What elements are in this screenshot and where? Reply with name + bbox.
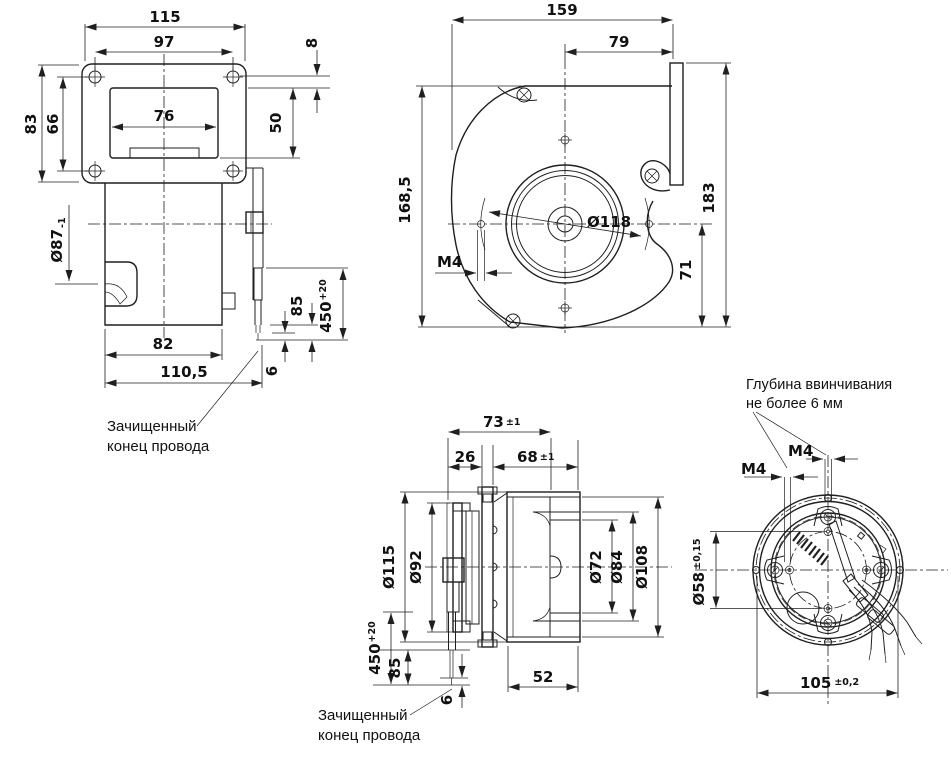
front-dimensions: 115 97 83 66 76 8 50 Ø87-1 82 bbox=[22, 8, 348, 388]
lead-wires bbox=[848, 579, 923, 664]
dim-dia87: Ø87-1 bbox=[48, 217, 68, 262]
logo-embossing bbox=[792, 531, 829, 566]
dim-26: 26 bbox=[455, 448, 476, 466]
leader-stripped-wire bbox=[196, 350, 259, 427]
side-view: 159 79 168,5 183 71 Ø118 M4 bbox=[396, 1, 731, 333]
dim-dia72: Ø72 bbox=[587, 550, 605, 584]
stator-stack bbox=[465, 510, 480, 625]
dim-85: 85 bbox=[288, 296, 306, 317]
dim-183: 183 bbox=[700, 182, 718, 213]
index-mark-2 bbox=[879, 544, 887, 554]
leader-stripped-wire-2 bbox=[409, 688, 453, 716]
dim-m4-side: M4 bbox=[437, 253, 462, 271]
housing-screws bbox=[505, 87, 660, 329]
flange-bolt-holes bbox=[85, 67, 243, 181]
volute-top-ear bbox=[497, 86, 538, 101]
dim-dia58: Ø58±0,15 bbox=[690, 538, 708, 605]
side-dimensions: 159 79 168,5 183 71 Ø118 M4 bbox=[396, 1, 731, 327]
stripped-wire-label-line1: Зачищенный bbox=[107, 418, 197, 435]
cable-grommet bbox=[786, 591, 820, 625]
housing-edge-strip bbox=[245, 167, 264, 340]
dim-m4-lower: M4 bbox=[741, 460, 766, 478]
cable-boot-2 bbox=[446, 581, 460, 613]
dim-82: 82 bbox=[153, 335, 174, 353]
dim-71: 71 bbox=[677, 260, 695, 281]
terminal-connector bbox=[245, 211, 264, 234]
dim-66: 66 bbox=[44, 114, 62, 135]
dim-168-5: 168,5 bbox=[396, 176, 414, 223]
dim-6: 6 bbox=[263, 366, 281, 376]
dim-dia118: Ø118 bbox=[587, 213, 631, 231]
outlet-flange-edge bbox=[669, 62, 684, 186]
section-dimensions: 73±1 26 68±1 Ø115 Ø92 Ø72 Ø84 Ø108 bbox=[366, 413, 664, 708]
dim-159: 159 bbox=[546, 1, 577, 19]
dim-52: 52 bbox=[533, 668, 554, 686]
screw-depth-note-line2: не более 6 мм bbox=[746, 396, 843, 412]
stripped-wire-label2-line1: Зачищенный bbox=[318, 707, 408, 724]
stripped-wire-label-line2: конец провода bbox=[107, 438, 210, 455]
wire-clamp-2 bbox=[867, 609, 895, 635]
cable-2 bbox=[448, 612, 456, 685]
rear-dimensions: M4 M4 Ø58±0,15 105±0,2 bbox=[690, 442, 899, 698]
dim-dia84: Ø84 bbox=[608, 550, 626, 584]
dim-dia92: Ø92 bbox=[407, 550, 425, 584]
dim-79: 79 bbox=[609, 33, 630, 51]
note-leader-2 bbox=[755, 411, 827, 456]
wire-clamp bbox=[856, 597, 884, 623]
dim-68: 68±1 bbox=[517, 448, 554, 466]
outlet-opening bbox=[109, 87, 219, 159]
dim-m4-upper: M4 bbox=[788, 442, 813, 460]
stripped-wire-label2-line2: конец провода bbox=[318, 727, 421, 744]
rear-view: Глубина ввинчивания не более 6 мм M4 M4 … bbox=[690, 377, 948, 705]
dim-450: 450+20 bbox=[317, 279, 335, 333]
dim-110-5: 110,5 bbox=[160, 363, 207, 381]
bottom-tab bbox=[477, 299, 511, 328]
flange-mount-ear bbox=[640, 160, 671, 192]
motor-flange-plate bbox=[452, 502, 463, 633]
front-view: 115 97 83 66 76 8 50 Ø87-1 82 bbox=[22, 8, 348, 455]
motor-body bbox=[104, 183, 223, 326]
dim-6-2: 6 bbox=[438, 695, 456, 705]
dim-8: 8 bbox=[303, 38, 321, 48]
note-leader-1 bbox=[752, 411, 788, 469]
dim-85-2: 85 bbox=[386, 658, 404, 679]
dim-dia108: Ø108 bbox=[633, 545, 651, 589]
cable-boot bbox=[253, 267, 263, 301]
dim-115: 115 bbox=[149, 8, 180, 26]
impeller-bolts bbox=[477, 486, 498, 648]
internal-bracket bbox=[828, 520, 856, 583]
dim-76: 76 bbox=[154, 107, 175, 125]
dim-97: 97 bbox=[154, 33, 175, 51]
index-mark bbox=[856, 531, 866, 540]
dim-50: 50 bbox=[267, 113, 285, 134]
dim-105: 105±0,2 bbox=[800, 674, 859, 692]
dim-73: 73±1 bbox=[483, 413, 520, 431]
dim-dia115: Ø115 bbox=[380, 545, 398, 589]
dim-83: 83 bbox=[22, 114, 40, 135]
body-step bbox=[221, 292, 236, 310]
section-view: 73±1 26 68±1 Ø115 Ø92 Ø72 Ø84 Ø108 bbox=[318, 413, 672, 744]
cable-elbow bbox=[104, 261, 138, 307]
screw-depth-note-line1: Глубина ввинчивания bbox=[746, 377, 892, 393]
outlet-tab bbox=[129, 147, 200, 158]
dim-450-2: 450+20 bbox=[366, 621, 384, 675]
